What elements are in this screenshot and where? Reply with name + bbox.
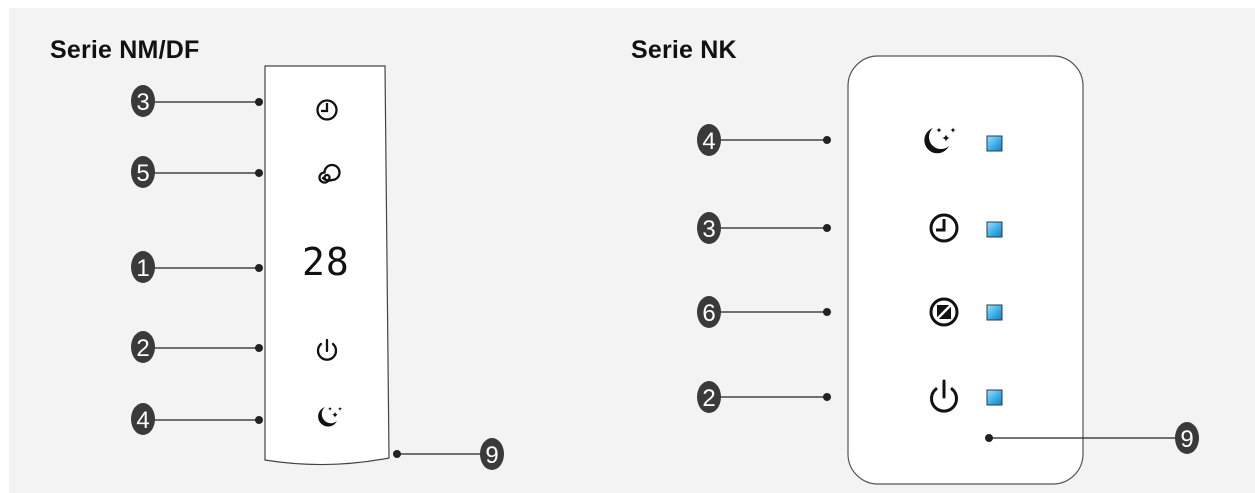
svg-text:✦: ✦: [327, 406, 332, 413]
svg-text:✦: ✦: [337, 406, 342, 413]
nk-callout-row: 3: [697, 212, 831, 244]
callout-number: 4: [702, 128, 715, 155]
callout-number: 3: [136, 89, 149, 116]
callout-badge: [697, 381, 721, 413]
diagram-background: Serie NM/DF Serie NK 3 5: [9, 8, 1255, 493]
leader-dot: [255, 169, 263, 177]
indicator-light: [986, 135, 1003, 152]
indicator-light: [986, 304, 1003, 321]
temperature-display: 28: [302, 240, 350, 284]
svg-text:✦: ✦: [936, 126, 943, 135]
callout-badge: [131, 156, 155, 188]
leader-dot: [823, 224, 831, 232]
title-serie-nk: Serie NK: [631, 36, 737, 64]
nk-callout-row: 2: [697, 381, 831, 413]
nmdf-callout-row: 3: [131, 85, 263, 117]
svg-text:✦: ✦: [950, 126, 957, 135]
nmdf-callout-row: 9: [393, 438, 504, 470]
nmdf-callout-row: 2: [131, 331, 263, 363]
nk-callout-row: 9: [985, 422, 1199, 454]
callout-number: 6: [702, 300, 715, 327]
nmdf-callout-row: 5: [131, 156, 263, 188]
nmdf-panel: [264, 65, 390, 466]
callout-number: 1: [136, 255, 149, 282]
leader-dot: [255, 98, 263, 106]
clock-icon: [316, 99, 338, 121]
callout-number: 5: [136, 160, 149, 187]
callout-badge: [480, 438, 504, 470]
leader-dot: [823, 393, 831, 401]
title-serie-nmdf: Serie NM/DF: [50, 36, 200, 64]
svg-text:✦: ✦: [331, 411, 339, 421]
leader-dot: [255, 416, 263, 424]
svg-text:✦: ✦: [941, 132, 950, 145]
slash-mode-icon: [929, 297, 959, 327]
power-icon: [316, 338, 338, 361]
power-icon: [930, 379, 958, 413]
callout-number: 3: [702, 216, 715, 243]
callout-number: 2: [136, 335, 149, 362]
nmdf-callout-row: 1: [131, 251, 263, 283]
sleep-moon-stars-icon: ✦ ✦ ✦: [318, 406, 343, 427]
callout-badge: [131, 251, 155, 283]
callout-badge: [697, 212, 721, 244]
indicator-light: [986, 389, 1003, 406]
sleep-moon-stars-icon: ✦ ✦ ✦: [924, 126, 957, 154]
leader-dot: [255, 264, 263, 272]
nk-callout-row: 6: [697, 296, 831, 328]
indicator-light: [986, 221, 1003, 238]
leader-dot: [823, 136, 831, 144]
callout-badge: [131, 403, 155, 435]
callout-badge: [131, 331, 155, 363]
leader-dot: [823, 308, 831, 316]
leader-dot: [255, 344, 263, 352]
nmdf-callout-row: 4: [131, 403, 263, 435]
clock-icon: [929, 213, 959, 243]
callout-badge: [131, 85, 155, 117]
callout-number: 2: [702, 385, 715, 412]
nk-panel: [847, 55, 1084, 485]
callout-badge: [697, 296, 721, 328]
callout-number: 9: [1180, 426, 1193, 453]
swirl-icon: [318, 163, 341, 184]
diagram-graphics: 3 5 1 2: [131, 55, 1199, 485]
callout-badge: [697, 124, 721, 156]
callout-badge: [1175, 422, 1199, 454]
callout-number: 4: [136, 407, 149, 434]
nk-callout-row: 4: [697, 124, 831, 156]
callout-number: 9: [485, 442, 498, 469]
